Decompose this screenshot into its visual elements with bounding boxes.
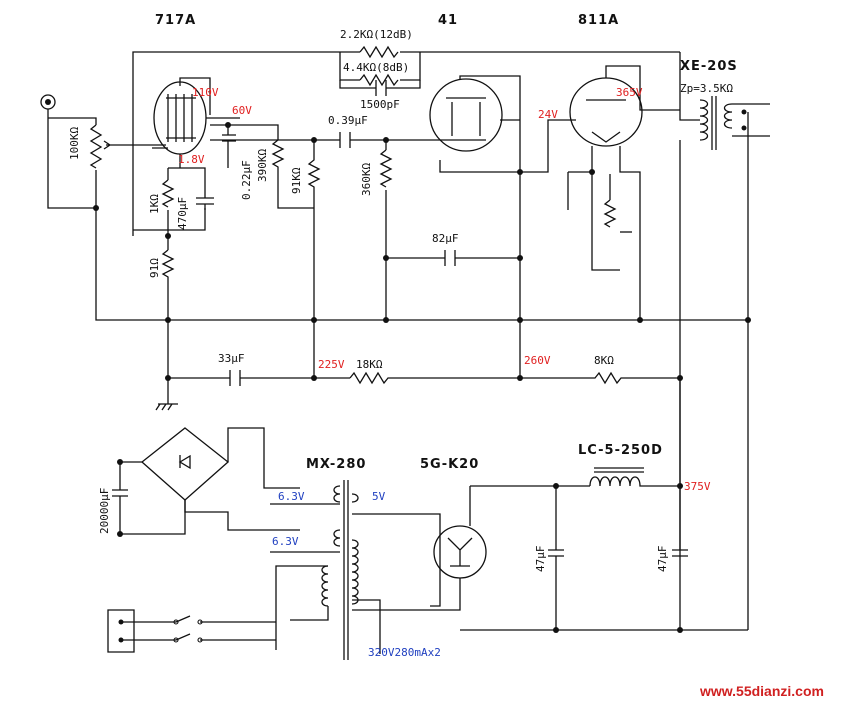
feedback-resistor-1-label: 2.2KΩ(12dB) <box>340 28 413 41</box>
cathode-capacitor-label: 470μF <box>176 197 189 230</box>
power-transformer: MX-280 6.3V 6.3V 5V 320V280mAx2 <box>270 457 441 660</box>
voltage-811a-plate: 365V <box>616 86 643 99</box>
output-transformer <box>679 96 770 630</box>
bypass-capacitor-82-label: 82μF <box>432 232 459 245</box>
ac-inlet <box>107 609 276 653</box>
tube-label-811a: 811A <box>578 13 619 28</box>
tube-41-envelope <box>429 78 503 152</box>
filter-capacitor-47a-label: 47μF <box>534 546 547 573</box>
voltage-717a-screen: 60V <box>232 104 252 117</box>
winding-5v: 5V <box>372 490 386 503</box>
screen-network: 0.22μF 390KΩ 91KΩ <box>210 124 321 320</box>
voltage-b-plus-225: 225V <box>318 358 345 371</box>
heater-capacitor-label: 20000μF <box>98 488 111 534</box>
winding-6-3v-a: 6.3V <box>278 490 305 503</box>
tube-41: 82μF <box>386 75 521 320</box>
volume-pot-label: 100KΩ <box>68 127 81 160</box>
screen-capacitor-label: 0.22μF <box>240 160 253 200</box>
voltage-717a-cathode: 1.8V <box>178 153 205 166</box>
output-impedance-label: Zp=3.5KΩ <box>680 82 733 95</box>
dropping-resistor-8k-label: 8KΩ <box>594 354 614 367</box>
coupling-stage: 0.39μF 360KΩ <box>210 114 428 320</box>
feedback-network: 2.2KΩ(12dB) 4.4KΩ(8dB) 1500pF <box>132 28 700 236</box>
winding-6-3v-b: 6.3V <box>272 535 299 548</box>
bias-resistor-label: 91Ω <box>148 258 161 278</box>
tube-717a: 110V 60V 1.8V 1KΩ 470μF 91Ω <box>133 77 252 320</box>
plate-resistor-label: 91KΩ <box>290 167 303 194</box>
filter-capacitor-47b-label: 47μF <box>656 546 669 573</box>
filter-capacitor-33-label: 33μF <box>218 352 245 365</box>
tube-label-717a: 717A <box>155 13 196 28</box>
voltage-811a-grid: 24V <box>538 108 558 121</box>
heater-supply: 20000μF <box>98 427 300 535</box>
voltage-717a-plate: 110V <box>192 86 219 99</box>
output-transformer-label: XE-20S <box>680 59 738 74</box>
rectifier-tube: 5G-K20 <box>352 457 487 611</box>
power-transformer-label: MX-280 <box>306 457 366 472</box>
watermark: www.55dianzi.com <box>699 683 824 699</box>
tube-label-41: 41 <box>438 13 458 28</box>
supply-bus: 33μF 225V 18KΩ 260V 8KΩ <box>95 208 748 411</box>
dropping-resistor-18k-label: 18KΩ <box>356 358 383 371</box>
choke-label: LC-5-250D <box>578 443 663 458</box>
voltage-b-plus-375: 375V <box>684 480 711 493</box>
hv-filter: LC-5-250D 375V 47μF 47μF <box>460 378 748 631</box>
cathode-resistor-label: 1KΩ <box>148 194 161 214</box>
winding-high-voltage: 320V280mAx2 <box>368 646 441 659</box>
tube-811a: 24V 365V <box>520 65 680 320</box>
screen-resistor-label: 390KΩ <box>256 149 269 182</box>
coupling-capacitor-label: 0.39μF <box>328 114 368 127</box>
rectifier-tube-label: 5G-K20 <box>420 457 479 472</box>
voltage-b-plus-260: 260V <box>524 354 551 367</box>
feedback-resistor-2-label: 4.4KΩ(8dB) <box>343 61 409 74</box>
junction-dots <box>93 122 751 633</box>
grid-resistor-label: 360KΩ <box>360 163 373 196</box>
input-stage: 100KΩ <box>40 94 150 209</box>
feedback-capacitor-label: 1500pF <box>360 98 400 111</box>
